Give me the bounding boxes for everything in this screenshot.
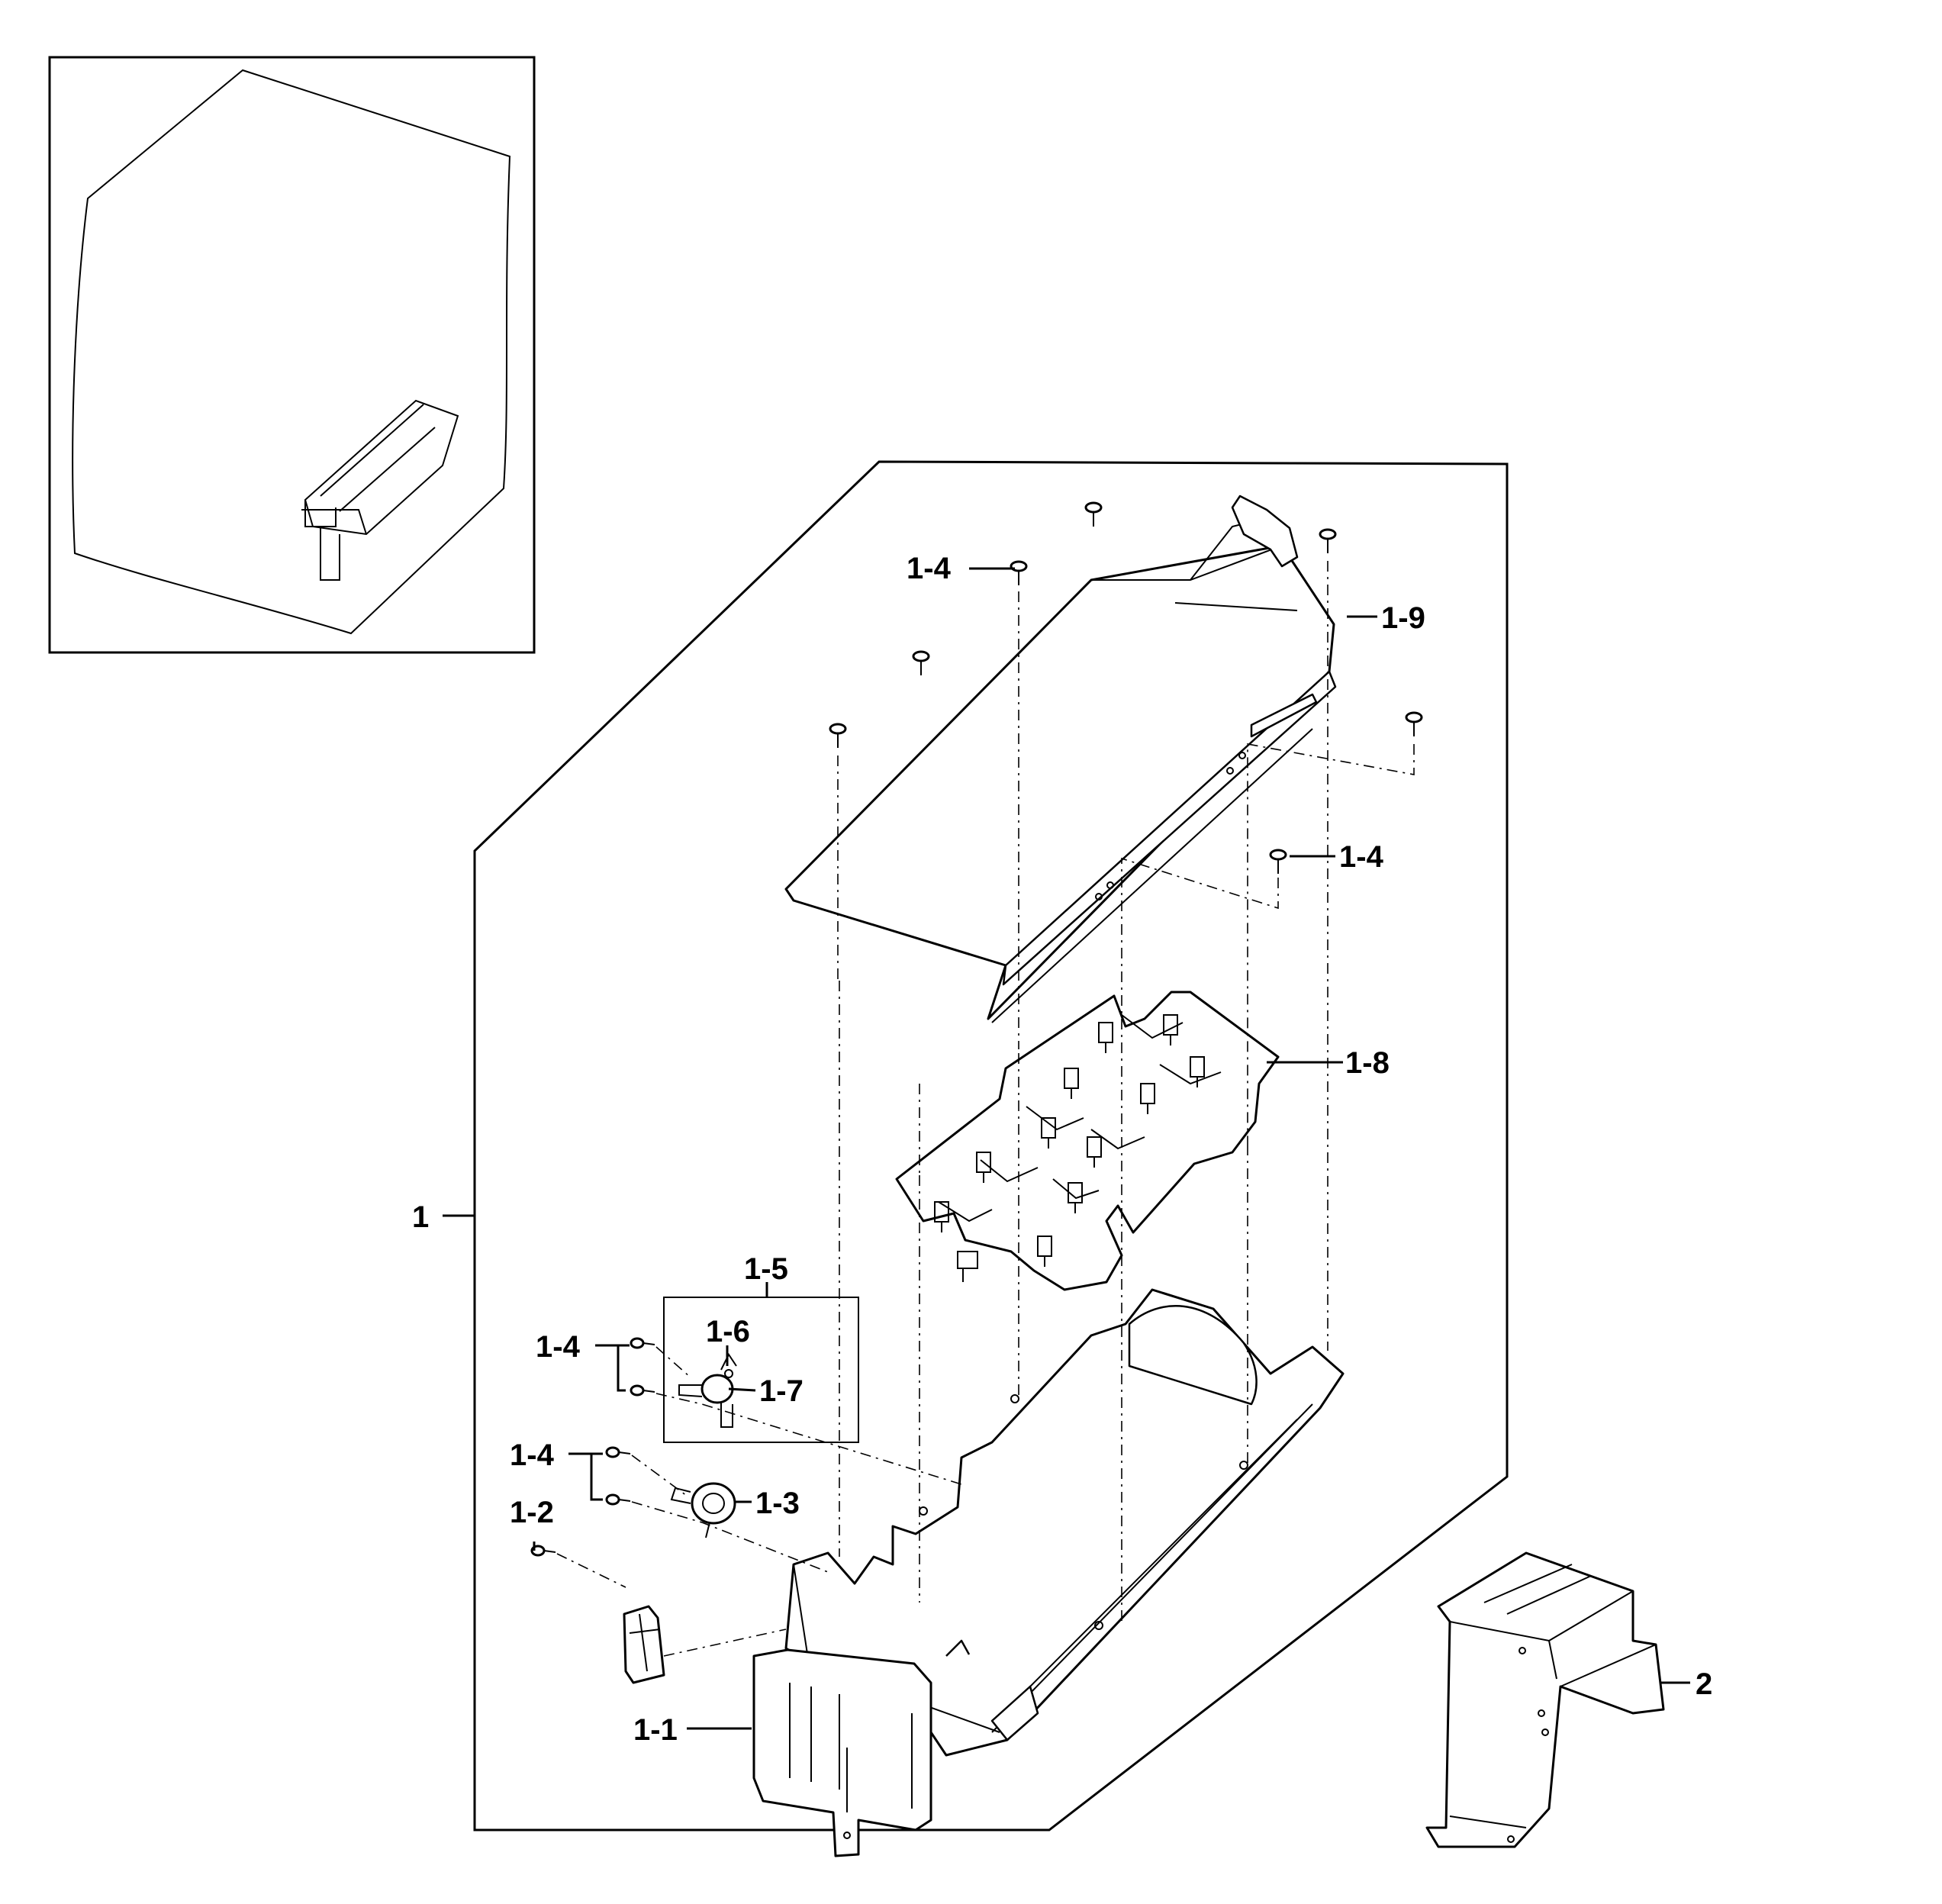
terminal-icon (1087, 1136, 1102, 1168)
terminal-icon (1098, 1022, 1113, 1053)
label-1: 1 (412, 1200, 429, 1234)
label-1-7: 1-7 (759, 1374, 804, 1408)
callout-labels: 1-4 1-9 1-4 1-8 1 1-5 1-6 1-7 1-4 1-4 1-… (412, 552, 1712, 1747)
label-1-3: 1-3 (755, 1487, 800, 1520)
screw-icon (530, 1545, 556, 1557)
label-1-6: 1-6 (706, 1315, 750, 1348)
mounting-bracket-part (1425, 1551, 1665, 1848)
heater-coil-part (895, 991, 1280, 1291)
inset-frame (48, 56, 536, 654)
clip-part (623, 1605, 665, 1684)
inset-heater-assembly (301, 399, 459, 581)
thermal-fuse-part (720, 1353, 737, 1378)
label-1-2: 1-2 (510, 1496, 554, 1529)
label-1-4-top: 1-4 (907, 552, 952, 585)
label-1-5: 1-5 (744, 1252, 788, 1286)
assembly-frame (473, 460, 1509, 1832)
screw-icon (1084, 501, 1103, 527)
label-1-4-left-a: 1-4 (536, 1330, 581, 1364)
label-1-4-mid: 1-4 (1339, 840, 1384, 874)
terminal-icon (934, 1201, 949, 1232)
alignment-lines (556, 561, 1415, 1657)
screw-icon (912, 650, 930, 675)
screw-icon (1269, 849, 1287, 874)
terminal-icon (1064, 1068, 1079, 1099)
terminal-icon (1190, 1056, 1205, 1087)
thermostat-part (670, 1482, 736, 1538)
screw-icon (829, 723, 847, 748)
screw-icon (630, 1337, 655, 1349)
leader-lines (443, 567, 1690, 1730)
inset-cabinet-outline (72, 69, 511, 635)
screw-icon (1319, 528, 1337, 553)
front-panel-part (752, 1648, 932, 1857)
heater-cover-part (784, 495, 1337, 1023)
label-1-4-left-b: 1-4 (510, 1438, 555, 1472)
coil-terminals (934, 1014, 1205, 1282)
terminal-icon (1068, 1182, 1083, 1213)
terminal-icon (1037, 1236, 1052, 1267)
screw-icon (1010, 560, 1028, 585)
label-1-1: 1-1 (633, 1713, 678, 1747)
label-1-8: 1-8 (1345, 1046, 1390, 1080)
label-1-9: 1-9 (1381, 601, 1425, 635)
terminal-icon (957, 1251, 978, 1282)
screw-icon (630, 1384, 655, 1397)
screw-icon (605, 1493, 631, 1506)
terminal-icon (1140, 1083, 1155, 1114)
screw-icon (1405, 711, 1423, 736)
terminal-icon (976, 1152, 991, 1183)
label-2: 2 (1696, 1667, 1712, 1701)
screw-icon (605, 1446, 631, 1458)
thermostat-kit-box (663, 1297, 859, 1443)
inset-panel (48, 56, 536, 654)
